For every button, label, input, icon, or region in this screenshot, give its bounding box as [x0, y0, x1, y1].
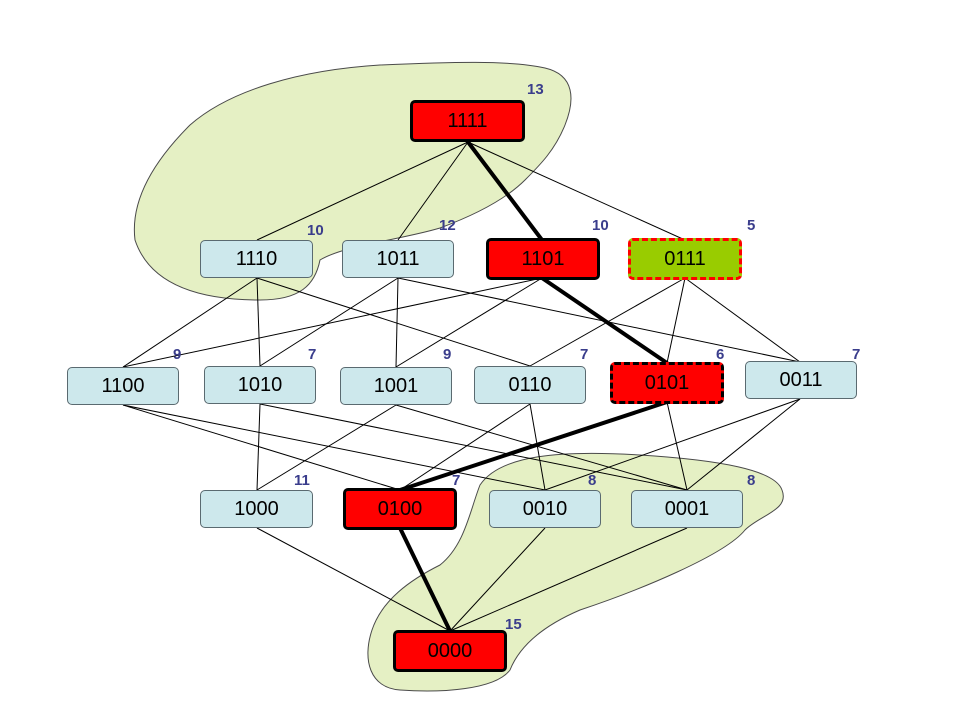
node-1010: 1010 [204, 366, 316, 404]
highlighted-path [398, 140, 669, 633]
count-1101: 10 [592, 217, 609, 234]
node-1011: 1011 [342, 240, 454, 278]
node-1100: 1100 [67, 367, 179, 405]
count-1100: 9 [173, 346, 182, 363]
node-1001: 1001 [340, 367, 452, 405]
node-0110: 0110 [474, 366, 586, 404]
node-0101: 0101 [610, 362, 724, 404]
node-0001: 0001 [631, 490, 743, 528]
node-1101: 1101 [486, 238, 600, 280]
count-0001: 8 [747, 472, 756, 489]
count-0110: 7 [580, 346, 589, 363]
count-1010: 7 [308, 346, 317, 363]
count-1111: 13 [527, 81, 544, 98]
count-1001: 9 [443, 346, 452, 363]
count-0101: 6 [716, 346, 725, 363]
node-0000: 0000 [393, 630, 507, 672]
count-1110: 10 [307, 222, 324, 239]
count-0011: 7 [852, 346, 861, 363]
node-1110: 1110 [200, 240, 313, 278]
lattice-edges [122, 141, 801, 632]
count-1000: 11 [294, 472, 310, 489]
count-0000: 15 [505, 616, 522, 633]
count-0010: 8 [588, 472, 597, 489]
node-0111: 0111 [628, 238, 742, 280]
node-1111: 1111 [410, 100, 525, 142]
node-0010: 0010 [489, 490, 601, 528]
count-0111: 5 [747, 217, 756, 234]
count-1011: 12 [439, 217, 456, 234]
node-0100: 0100 [343, 488, 457, 530]
count-0100: 7 [452, 472, 461, 489]
node-0011: 0011 [745, 361, 857, 399]
node-1000: 1000 [200, 490, 313, 528]
